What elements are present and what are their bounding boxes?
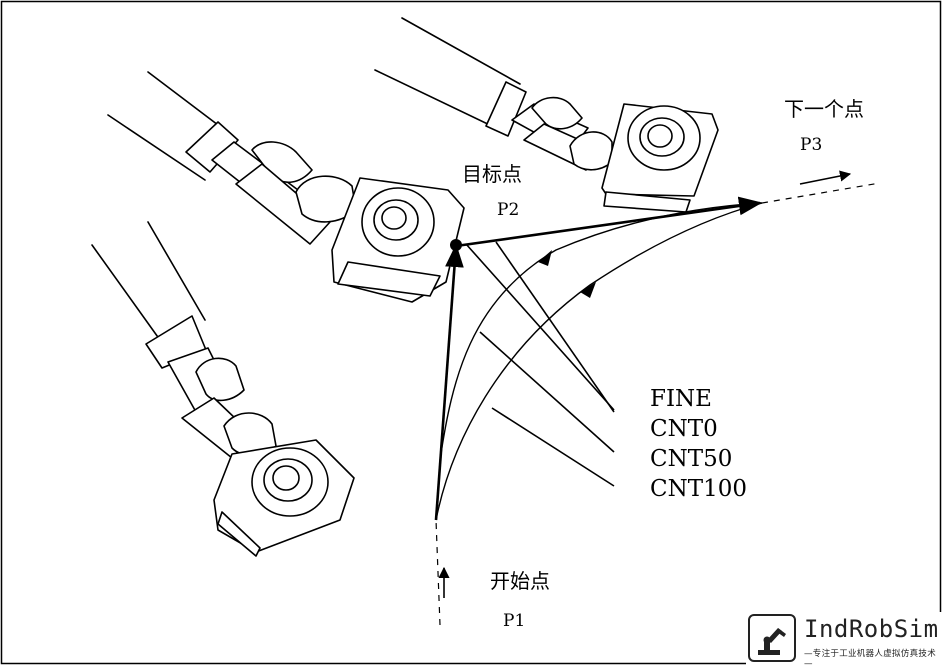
p1-label: P1 xyxy=(503,611,526,631)
approach-dashed-line xyxy=(435,519,441,626)
target-point-marker xyxy=(450,239,462,251)
leader-fine xyxy=(465,243,615,411)
leader-cnt100 xyxy=(491,407,615,487)
p3-label: P3 xyxy=(800,135,823,155)
cnt100-curve xyxy=(435,202,763,521)
p2-label: P2 xyxy=(497,200,520,220)
next-point-label: 下一个点 xyxy=(784,97,864,121)
robot-arm-at-target xyxy=(107,71,465,303)
logo-tagline: —专注于工业机器人虚拟仿真技术— xyxy=(804,649,937,669)
target-point-label: 目标点 xyxy=(462,162,522,186)
termination-cnt0: CNT0 xyxy=(650,416,718,442)
continuation-dashed-line xyxy=(761,182,881,204)
termination-cnt50: CNT50 xyxy=(650,446,733,472)
cnt50-curve xyxy=(439,202,763,461)
cnt50-arrow xyxy=(538,250,552,266)
leader-cnt0 xyxy=(495,241,615,413)
logo-name: IndRobSim xyxy=(804,615,939,643)
cnt100-arrow xyxy=(580,282,596,298)
termination-fine: FINE xyxy=(650,386,712,412)
start-point-label: 开始点 xyxy=(490,569,550,593)
fine-path-to-target xyxy=(434,243,464,521)
robot-arm-at-start xyxy=(91,221,355,557)
indrobsim-logo: IndRobSim —专注于工业机器人虚拟仿真技术— xyxy=(746,612,942,669)
termination-cnt100: CNT100 xyxy=(650,476,747,502)
leader-cnt50 xyxy=(479,331,615,453)
fine-path-to-next xyxy=(455,196,763,248)
next-arrow xyxy=(799,170,852,185)
robot-logo-icon xyxy=(748,614,796,662)
robot-arm-at-next-point xyxy=(374,17,719,213)
